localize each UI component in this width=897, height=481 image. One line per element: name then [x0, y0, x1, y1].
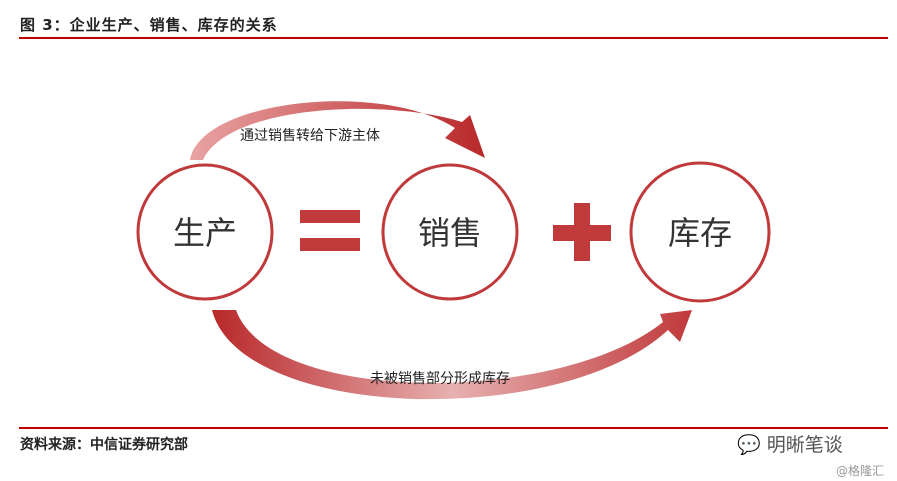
- bottom-curved-arrow: [212, 310, 692, 400]
- node-inventory-label: 库存: [668, 214, 732, 252]
- watermark-account-text: 明晰笔谈: [766, 434, 843, 456]
- node-production-label: 生产: [173, 214, 237, 252]
- wechat-icon: 💬: [737, 434, 761, 456]
- watermark-handle: @格隆汇: [836, 464, 885, 478]
- plus-sign: [553, 203, 611, 261]
- top-curved-arrow: [190, 101, 485, 160]
- node-sales: [381, 163, 519, 301]
- bottom-divider: [19, 427, 888, 429]
- watermark-account: 💬 明晰笔谈: [737, 430, 843, 457]
- node-sales-label: 销售: [418, 214, 482, 252]
- figure-title: 图 3：企业生产、销售、库存的关系: [20, 16, 278, 34]
- node-inventory: [629, 161, 771, 303]
- top-divider: [19, 37, 888, 39]
- node-production: [136, 163, 274, 301]
- equals-sign: [300, 210, 360, 251]
- source-note: 资料来源：中信证券研究部: [20, 437, 188, 453]
- bottom-arrow-label: 未被销售部分形成库存: [370, 371, 510, 387]
- top-arrow-label: 通过销售转给下游主体: [240, 128, 380, 144]
